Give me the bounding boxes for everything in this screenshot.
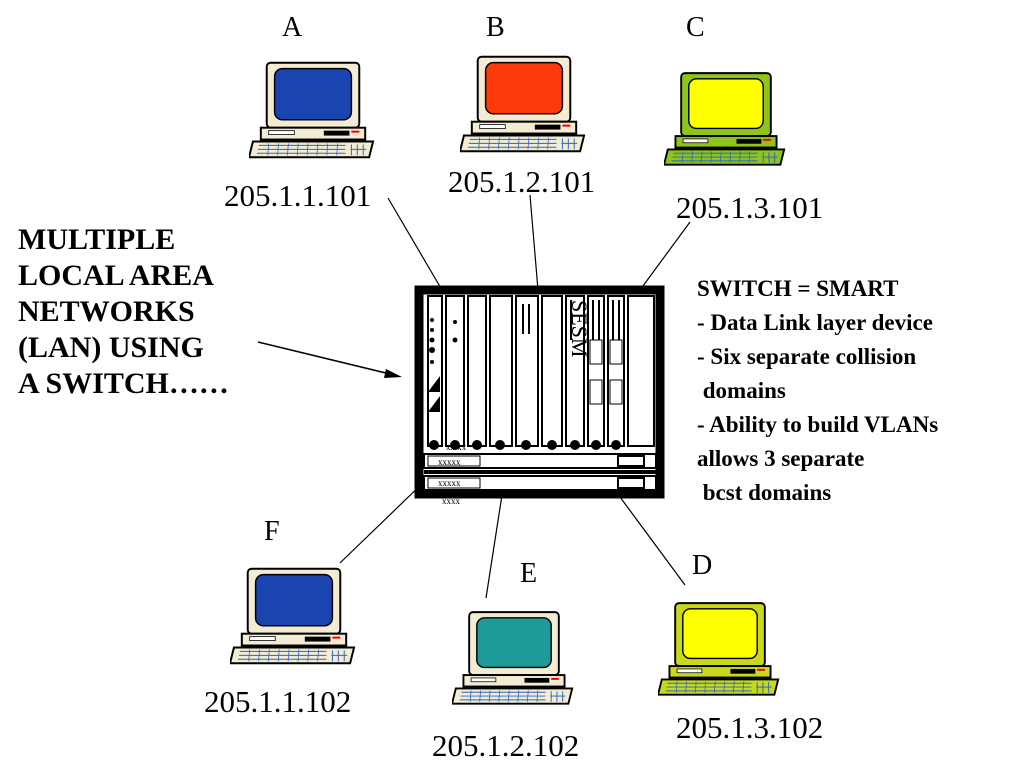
network-cables <box>339 194 691 599</box>
label-a: A <box>282 12 303 43</box>
note-line-2: - Data Link layer device <box>697 310 933 335</box>
title-line-2: LOCAL AREA <box>18 259 214 292</box>
label-b: B <box>486 12 505 43</box>
cable-f <box>339 477 429 564</box>
port-label-2: xxxxx <box>438 457 461 467</box>
ip-a: 205.1.1.101 <box>224 178 372 213</box>
computer-f <box>230 567 356 665</box>
title-line-1: MULTIPLE <box>18 223 176 256</box>
ip-e: 205.1.2.102 <box>432 728 580 763</box>
label-f: F <box>264 516 280 547</box>
note-line-6: allows 3 separate <box>697 446 865 471</box>
computer-c <box>664 71 786 166</box>
computer-a <box>249 61 375 159</box>
port-label-3: xxxxx <box>438 478 461 488</box>
title-line-3: NETWORKS <box>18 295 195 328</box>
ip-c: 205.1.3.101 <box>676 190 824 225</box>
diagram-title: MULTIPLE LOCAL AREA NETWORKS (LAN) USING… <box>18 222 229 402</box>
title-line-5: A SWITCH…… <box>18 367 229 400</box>
computer-e <box>452 610 574 705</box>
label-e: E <box>520 558 538 589</box>
ip-f: 205.1.1.102 <box>204 684 352 719</box>
title-line-4: (LAN) USING <box>18 331 204 364</box>
note-line-3: - Six separate collision <box>697 344 917 369</box>
computer-b <box>460 55 586 153</box>
cable-b <box>529 194 539 291</box>
ip-b: 205.1.2.101 <box>448 164 596 199</box>
label-d: D <box>692 550 713 581</box>
switch-module-text: SESM <box>567 300 592 357</box>
note-line-1: SWITCH = SMART <box>697 276 899 301</box>
title-arrow <box>257 341 402 378</box>
ip-d: 205.1.3.102 <box>676 710 824 745</box>
port-label-1: xx xx <box>446 442 467 452</box>
switch-chassis: SESM xx xx xxxxx xxxxx xxxx <box>414 285 665 506</box>
cable-c <box>639 221 691 291</box>
computer-d <box>658 601 780 696</box>
cable-e <box>485 494 503 599</box>
note-line-4: domains <box>697 378 786 403</box>
note-line-7: bcst domains <box>697 480 832 505</box>
label-c: C <box>686 12 705 43</box>
cable-d <box>619 496 686 586</box>
switch-notes: SWITCH = SMART - Data Link layer device … <box>697 272 938 510</box>
port-label-4: xxxx <box>442 496 461 506</box>
cable-a <box>387 197 443 291</box>
note-line-5: - Ability to build VLANs <box>697 412 939 437</box>
